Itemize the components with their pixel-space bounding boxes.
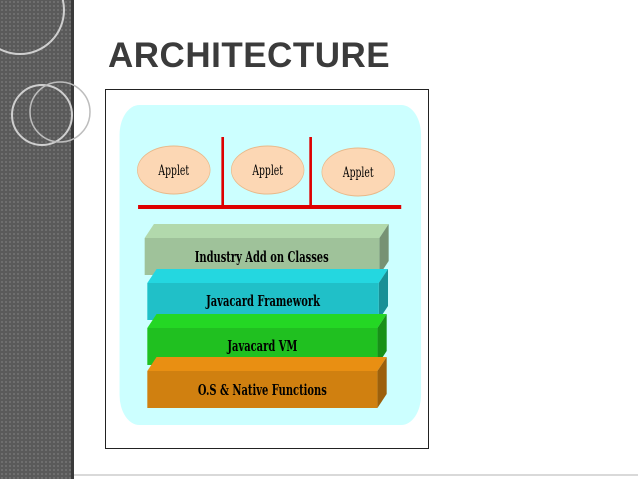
applet-label-3: Applet xyxy=(342,164,374,181)
layer-javacard-vm: Javacard VM xyxy=(147,314,387,365)
applet-connector xyxy=(138,137,402,209)
sidebar-texture xyxy=(0,0,71,479)
applet-ellipse-1: Applet xyxy=(137,145,211,195)
sidebar-edge xyxy=(71,0,74,479)
layer-label-industry: Industry Add on Classes xyxy=(195,248,329,266)
decorative-circles xyxy=(0,0,91,146)
applet-label-1: Applet xyxy=(158,162,190,179)
layer-javacard-framework: Javacard Framework xyxy=(147,269,389,320)
layer-industry-add-on-classes: Industry Add on Classes xyxy=(144,224,389,275)
applet-ellipse-2: Applet xyxy=(230,145,305,195)
applet-label-2: Applet xyxy=(252,162,284,179)
layer-os-native-functions: O.S & Native Functions xyxy=(147,357,387,408)
layer-label-os: O.S & Native Functions xyxy=(198,381,327,399)
architecture-diagram: Applet Applet Applet Industry Add on Cla… xyxy=(119,105,422,425)
layer-label-vm: Javacard VM xyxy=(227,337,298,355)
slide-title: ARCHITECTURE xyxy=(108,36,391,75)
layer-label-framework: Javacard Framework xyxy=(205,292,321,310)
applet-ellipse-3: Applet xyxy=(321,147,395,197)
bottom-divider xyxy=(74,474,638,476)
